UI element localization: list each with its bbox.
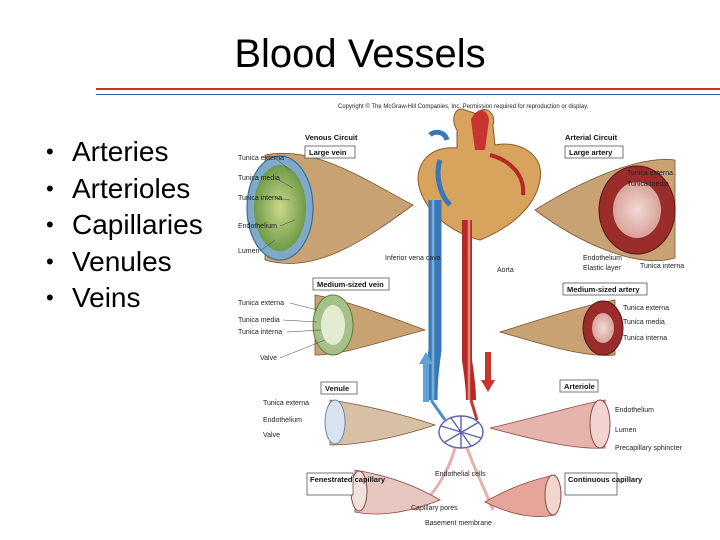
venule-part-label: Tunica externa <box>263 400 309 407</box>
venule-box <box>320 381 358 395</box>
fenestrated-capillary-label: Fenestrated capillary <box>310 475 386 484</box>
continuous-capillary-label: Continuous capillary <box>568 475 643 484</box>
bullet-dot: • <box>46 285 54 310</box>
bullet-dot: • <box>46 248 54 274</box>
medium-vein-box <box>312 277 390 291</box>
continuous-capillary-text: Continuous capillary <box>568 475 643 484</box>
arterial-circuit-title: Arterial Circuit <box>565 133 618 142</box>
arteriole-part-label: Endothelium <box>615 407 654 414</box>
continuous-capillary-box <box>564 472 618 496</box>
mv-label: Tunica interna <box>238 329 282 336</box>
ma-label: Tunica externa <box>623 305 669 312</box>
bullet-dot: • <box>46 212 54 237</box>
center-label: Aorta <box>497 267 514 274</box>
medium-artery-illustration <box>498 299 624 356</box>
large-vein-box <box>304 145 356 159</box>
venule-part-label: Endothelium <box>263 417 302 424</box>
slide-title: Blood Vessels <box>234 32 486 76</box>
center-label: Capillary pores <box>411 505 458 512</box>
bullet-text: Venules <box>72 245 172 277</box>
bullet-item: • Capillaries <box>46 207 203 244</box>
arteriole-label: Arteriole <box>564 382 595 391</box>
arteriole-part-label: Precapillary sphincter <box>615 445 683 452</box>
ma-label: Tunica interna <box>623 335 667 342</box>
center-label: Basement membrane <box>425 520 492 527</box>
bullet-dot: • <box>46 139 54 164</box>
bullet-text: Arterioles <box>72 172 191 204</box>
venule-part-label: Valve <box>263 432 280 439</box>
bullet-item: • Arteries <box>46 134 203 171</box>
heart-illustration <box>417 108 542 241</box>
la-label: Tunica externa <box>627 170 673 177</box>
arteriole-box <box>559 379 599 393</box>
blood-flow-down-arrow <box>481 352 495 392</box>
mv-label: Tunica externa <box>238 300 284 307</box>
venule-illustration <box>324 399 437 446</box>
bullet-item: • Veins <box>46 280 203 317</box>
lv-label: Tunica interna <box>238 195 282 202</box>
medium-artery-label: Medium-sized artery <box>567 285 640 294</box>
large-artery-label: Large artery <box>569 148 613 157</box>
title-rule-red <box>96 88 720 90</box>
la-label: Endothelium <box>583 255 622 262</box>
bullet-text: Capillaries <box>72 209 203 240</box>
ma-label: Tunica media <box>623 319 665 326</box>
inferior-vena-cava <box>424 200 442 401</box>
large-vein-label: Large vein <box>309 148 347 157</box>
venous-circuit-title: Venous Circuit <box>305 133 358 142</box>
bullet-item: • Venules <box>46 244 203 281</box>
lv-label: Tunica externa <box>238 155 284 162</box>
blood-flow-up-arrow <box>419 352 433 402</box>
title-rule-blue <box>96 94 720 95</box>
bullet-dot: • <box>46 175 54 201</box>
figure-copyright: Copyright © The McGraw-Hill Companies, I… <box>338 104 589 110</box>
medium-vein-label: Medium-sized vein <box>317 280 384 289</box>
fenestrated-capillary-box <box>306 472 354 496</box>
bullet-text: Arteries <box>72 136 169 167</box>
medium-artery-box <box>562 282 648 296</box>
fenestrated-capillary-text: Fenestrated capillary <box>310 475 386 484</box>
la-label: Tunica interna <box>640 263 684 270</box>
bullet-list: • Arteries • Arterioles • Capillaries • Venu… <box>46 134 203 317</box>
continuous-capillary-illustration <box>484 474 562 517</box>
bullet-item: • Arterioles <box>46 171 203 208</box>
large-vein-illustration <box>246 152 414 264</box>
arteriole-illustration <box>489 399 611 449</box>
center-label: Endothelial cells <box>435 471 486 478</box>
aorta <box>462 220 476 401</box>
center-label: Inferior vena cava <box>385 255 441 262</box>
large-artery-box <box>564 145 624 159</box>
arteriole-part-label: Lumen <box>615 427 637 434</box>
blood-vessel-diagram: Venous Circuit Arterial Circuit Large ve… <box>238 108 684 527</box>
bullet-text: Veins <box>72 282 141 313</box>
mv-label: Valve <box>260 355 277 362</box>
la-label: Elastic layer <box>583 265 621 272</box>
lv-label: Tunica media <box>238 175 280 182</box>
la-label: Tunica media <box>627 181 669 188</box>
lv-label: Endothelium <box>238 223 277 230</box>
large-artery-illustration <box>534 159 676 262</box>
venule-label: Venule <box>325 384 349 393</box>
mv-label: Tunica media <box>238 317 280 324</box>
medium-vein-illustration <box>312 294 427 356</box>
lv-label: Lumen <box>238 248 260 255</box>
